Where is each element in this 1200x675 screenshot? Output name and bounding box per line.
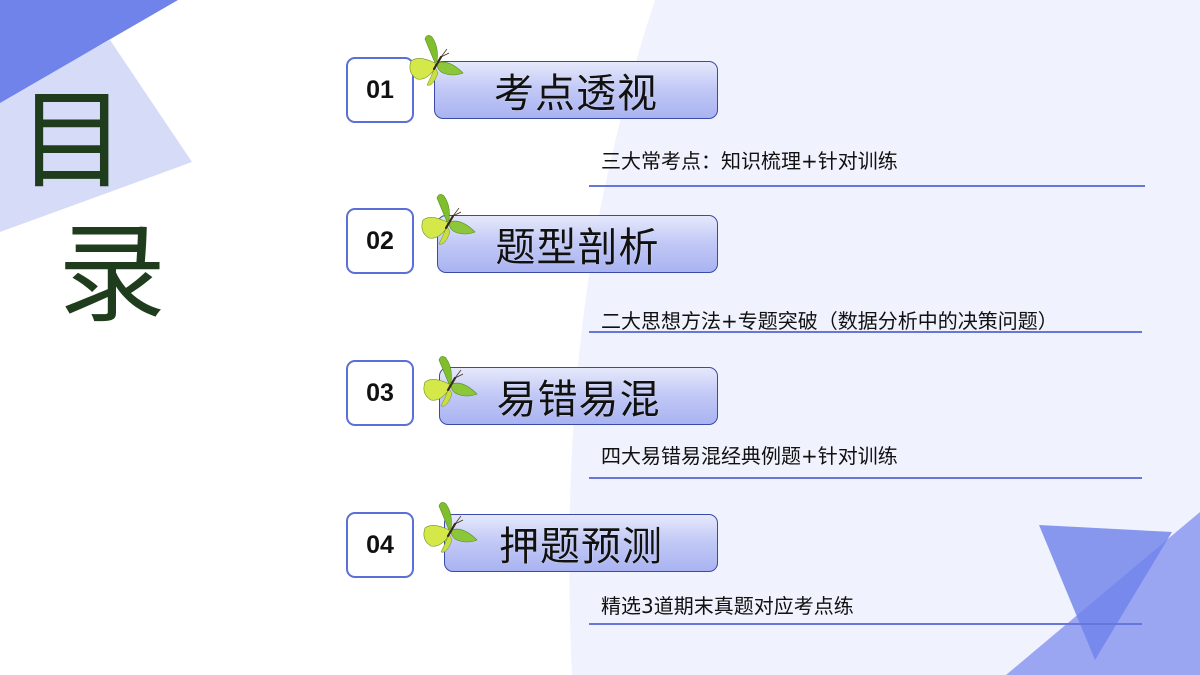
item-heading[interactable]: 考点透视 (434, 61, 718, 119)
item-description: 精选3道期末真题对应考点练 (601, 594, 854, 618)
item-divider (589, 185, 1145, 187)
item-number-badge: 03 (346, 360, 414, 426)
item-heading[interactable]: 押题预测 (444, 514, 718, 572)
item-divider (589, 477, 1142, 479)
butterfly-icon (417, 192, 479, 252)
title-char-mu: 目 (18, 79, 127, 204)
butterfly-icon (419, 354, 481, 414)
item-number-badge: 01 (346, 57, 414, 123)
title-char-lu: 录 (58, 213, 167, 338)
item-divider (589, 331, 1142, 333)
item-divider (589, 623, 1142, 625)
item-heading[interactable]: 题型剖析 (437, 215, 718, 273)
item-number-badge: 04 (346, 512, 414, 578)
item-number-badge: 02 (346, 208, 414, 274)
item-heading[interactable]: 易错易混 (439, 367, 718, 425)
item-description: 三大常考点：知识梳理+针对训练 (601, 149, 898, 173)
butterfly-icon (405, 33, 467, 93)
item-description: 二大思想方法+专题突破（数据分析中的决策问题） (601, 309, 1058, 333)
item-description: 四大易错易混经典例题+针对训练 (601, 444, 898, 468)
butterfly-icon (419, 500, 481, 560)
